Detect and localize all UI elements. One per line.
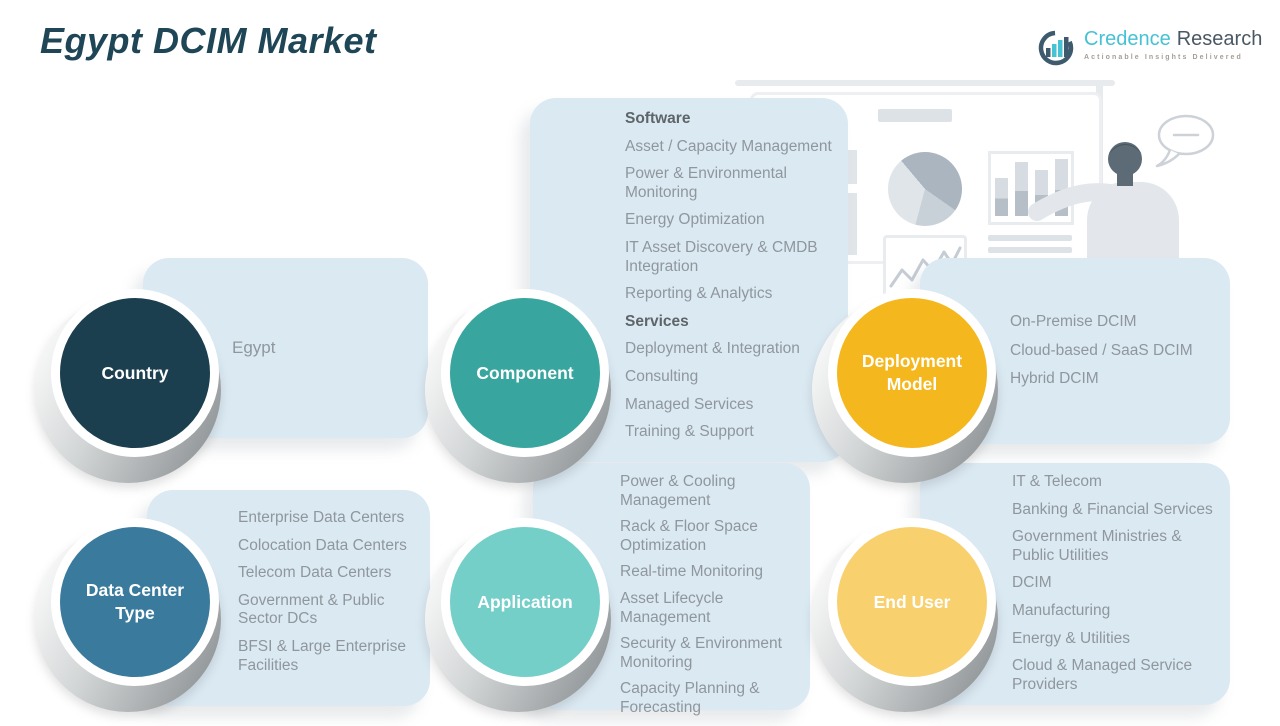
end-user-circle-label: End User	[828, 518, 996, 686]
component-circle-label: Component	[441, 289, 609, 457]
segment-item: Capacity Planning & Forecasting	[620, 680, 760, 716]
segment-item: Cloud & Managed Service Providers	[1012, 657, 1193, 693]
segment-item: Power & Cooling Management	[620, 473, 736, 509]
segment-item: On-Premise DCIM	[1010, 313, 1137, 331]
application-item-list: Power & Cooling Management Rack & Floor …	[533, 463, 810, 726]
segment-item: Real-time Monitoring	[620, 563, 763, 581]
country-circle: Country	[35, 285, 235, 485]
segment-item: Manufacturing	[1012, 601, 1111, 619]
data-center-type-circle-label: Data Center Type	[51, 518, 219, 686]
segment-item: Colocation Data Centers	[238, 536, 407, 554]
segment-item: BFSI & Large Enterprise Facilities	[238, 637, 406, 674]
segment-item: IT Asset Discovery & CMDB Integration	[625, 238, 818, 275]
board-title-placeholder	[878, 109, 952, 122]
application-circle-label: Application	[441, 518, 609, 686]
segment-item: DCIM	[1012, 574, 1052, 592]
segment-item: Deployment & Integration	[625, 340, 800, 358]
data-center-type-circle: Data Center Type	[35, 514, 235, 714]
credence-research-logo: Credence Research Actionable Insights De…	[1038, 28, 1262, 68]
bar	[994, 178, 1008, 216]
segment-item: Cloud-based / SaaS DCIM	[1010, 341, 1193, 359]
application-circle: Application	[425, 514, 625, 714]
deployment-model-circle: Deployment Model	[812, 285, 1012, 485]
segment-item: Asset / Capacity Management	[625, 137, 832, 155]
segment-item: Asset Lifecycle Management	[620, 589, 724, 626]
deployment-model-item-list: On-Premise DCIM Cloud-based / SaaS DCIM …	[920, 313, 1193, 389]
board-frame-top	[735, 80, 1115, 86]
segment-item: Energy Optimization	[625, 211, 765, 229]
segment-item: Security & Environment Monitoring	[620, 635, 782, 671]
logo-bar-chart-icon	[1038, 30, 1074, 66]
bar	[1014, 162, 1028, 216]
segment-item: Reporting & Analytics	[625, 285, 773, 303]
segment-item: Consulting	[625, 367, 699, 385]
component-item-list: Software Asset / Capacity Management Pow…	[530, 98, 848, 452]
segment-item: Energy & Utilities	[1012, 629, 1131, 647]
segment-item: Government & Public Sector DCs	[238, 591, 385, 628]
segment-item: IT & Telecom	[1012, 473, 1102, 490]
logo-tagline: Actionable Insights Delivered	[1084, 54, 1243, 61]
page-title: Egypt DCIM Market	[40, 20, 377, 61]
segment-item: Power & Environmental Monitoring	[625, 165, 787, 201]
data-center-type-item-list: Enterprise Data Centers Colocation Data …	[147, 490, 430, 683]
segment-item: Managed Services	[625, 395, 754, 413]
deployment-model-circle-label: Deployment Model	[828, 289, 996, 457]
segment-item-heading: Software	[625, 110, 691, 127]
segment-item: Training & Support	[625, 423, 754, 441]
component-circle: Component	[425, 285, 625, 485]
segment-item: Rack & Floor Space Optimization	[620, 518, 758, 554]
pie-chart-icon	[888, 152, 962, 226]
segment-item: Enterprise Data Centers	[238, 509, 405, 526]
speech-bubble-icon	[1155, 114, 1215, 168]
segment-item: Hybrid DCIM	[1010, 370, 1099, 388]
segment-item: Telecom Data Centers	[238, 564, 392, 582]
logo-name-credence: Credence	[1084, 28, 1171, 50]
segment-item: Banking & Financial Services	[1012, 500, 1213, 518]
country-circle-label: Country	[51, 289, 219, 457]
end-user-item-list: IT & Telecom Banking & Financial Service…	[920, 463, 1230, 702]
segment-item: Egypt	[232, 337, 276, 357]
end-user-circle: End User	[812, 514, 1012, 714]
country-item-list: Egypt	[143, 338, 275, 358]
segment-item-heading: Services	[625, 312, 689, 330]
segment-item: Government Ministries & Public Utilities	[1012, 528, 1182, 564]
logo-name-research: Research	[1176, 28, 1263, 50]
